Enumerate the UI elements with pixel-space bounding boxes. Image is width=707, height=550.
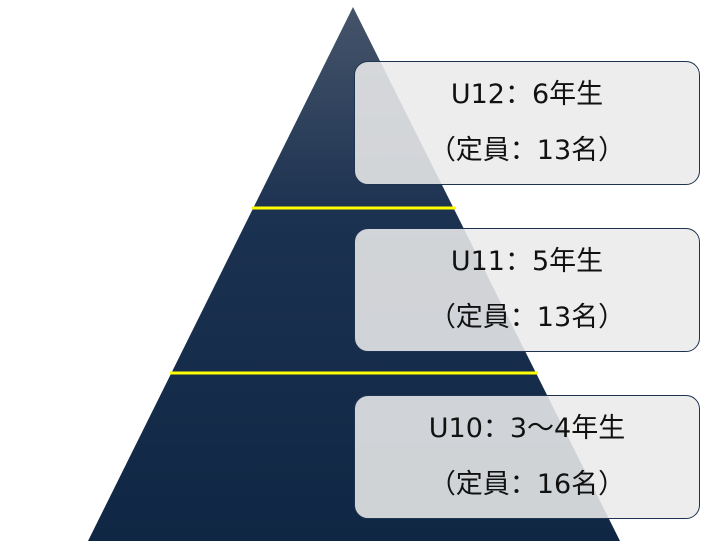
- tier-title: U12：6年生: [450, 79, 604, 110]
- tier-title: U11：5年生: [450, 246, 604, 277]
- tier-capacity: （定員：16名）: [428, 469, 626, 500]
- tier-box-u12: U12：6年生 （定員：13名）: [354, 61, 700, 185]
- tier-box-u10: U10：3～4年生 （定員：16名）: [354, 395, 700, 519]
- tier-capacity: （定員：13名）: [428, 135, 626, 166]
- tier-title: U10：3～4年生: [428, 413, 626, 444]
- tier-box-u11: U11：5年生 （定員：13名）: [354, 228, 700, 352]
- tier-capacity: （定員：13名）: [428, 302, 626, 333]
